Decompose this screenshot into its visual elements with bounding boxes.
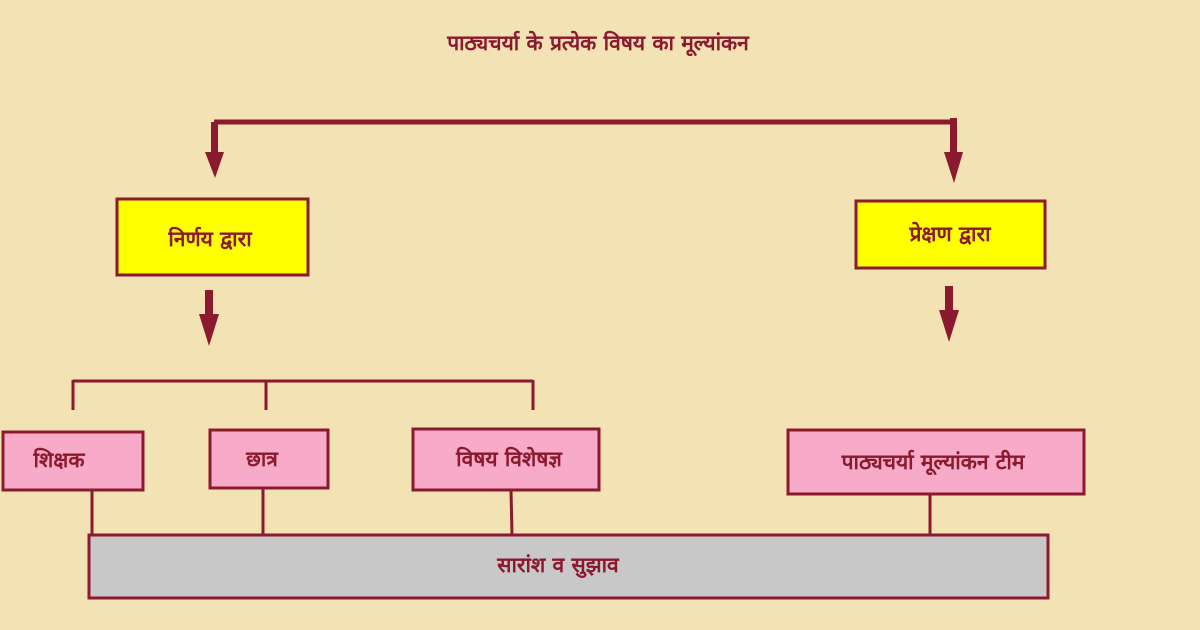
subject-expert-box: विषय विशेषज्ञ bbox=[411, 427, 601, 492]
curriculum-team-label: पाठ्यचर्या मूल्यांकन टीम bbox=[841, 449, 1026, 476]
curriculum-team-box: पाठ्यचर्या मूल्यांकन टीम bbox=[786, 428, 1086, 496]
student-box: छात्र bbox=[208, 428, 330, 490]
arrow-to-observation bbox=[944, 118, 963, 183]
subject-expert-label: विषय विशेषज्ञ bbox=[455, 446, 563, 471]
judgement-method-label: निर्णय द्वारा bbox=[167, 226, 253, 251]
teacher-box: शिक्षक bbox=[1, 430, 145, 492]
observation-method-label: प्रेक्षण द्वारा bbox=[908, 221, 992, 246]
summary-box: सारांश व सुझाव bbox=[87, 533, 1050, 600]
student-label: छात्र bbox=[245, 447, 279, 471]
teacher-label: शिक्षक bbox=[33, 447, 86, 472]
summary-connectors bbox=[90, 488, 932, 536]
diagram-title: पाठ्यचर्या के प्रत्येक विषय का मूल्यांकन bbox=[446, 30, 750, 57]
arrow-observation-to-team bbox=[939, 286, 959, 342]
summary-label: सारांश व सुझाव bbox=[496, 553, 620, 579]
observation-method-box: प्रेक्षण द्वारा bbox=[854, 199, 1047, 270]
judgement-method-box: निर्णय द्वारा bbox=[115, 197, 310, 277]
evaluator-bracket bbox=[71, 379, 535, 410]
arrow-to-judgement bbox=[205, 122, 224, 178]
arrow-judgement-to-evaluators bbox=[199, 290, 219, 346]
